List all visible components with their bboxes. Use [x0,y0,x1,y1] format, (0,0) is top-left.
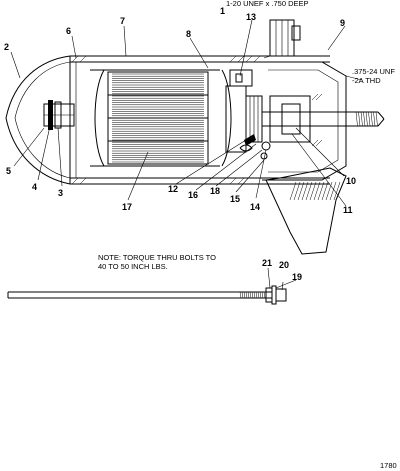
nose-cone [5,55,77,185]
callout-2: 2 [4,42,9,52]
torque-note-2: 40 TO 50 INCH LBS. [98,262,168,271]
shaft-thread-spec-1: .375-24 UNF [352,67,395,76]
figure-number: 1780 [380,461,397,470]
callout-14: 14 [250,202,260,212]
thru-bolt [7,285,287,305]
callout-15: 15 [230,194,240,204]
magnet-shell [90,69,232,167]
callout-8: 8 [186,29,191,39]
spec-notes: 1-20 UNEF x .750 DEEP .375-24 UNF -2A TH… [98,0,397,470]
armature-windings [107,71,209,165]
callout-13: 13 [246,12,256,22]
commutator-assembly [225,69,271,160]
callout-4: 4 [32,182,37,192]
callout-21: 21 [262,258,272,268]
callout-9: 9 [340,18,345,28]
callout-12: 12 [168,184,178,194]
callout-11: 11 [343,205,353,215]
lower-unit [262,61,347,255]
callout-16: 16 [188,190,198,200]
propeller-shaft [262,111,385,127]
callout-3: 3 [58,188,63,198]
leader-lines [10,19,363,291]
callout-19: 19 [292,272,302,282]
top-thread-spec: 1-20 UNEF x .750 DEEP [226,0,309,8]
torque-note-1: NOTE: TORQUE THRU BOLTS TO [98,253,216,262]
shaft-thread-spec-2: -2A THD [352,76,381,85]
callout-6: 6 [66,26,71,36]
callout-10: 10 [346,176,356,186]
callout-1: 1 [220,6,225,16]
callout-5: 5 [6,166,11,176]
cable-connector [263,19,301,59]
callout-18: 18 [210,186,220,196]
callout-20: 20 [279,260,289,270]
callout-17: 17 [122,202,132,212]
callout-labels: 1 2 6 7 8 13 9 5 4 3 17 12 16 18 15 14 1… [4,6,356,282]
callout-7: 7 [120,16,125,26]
